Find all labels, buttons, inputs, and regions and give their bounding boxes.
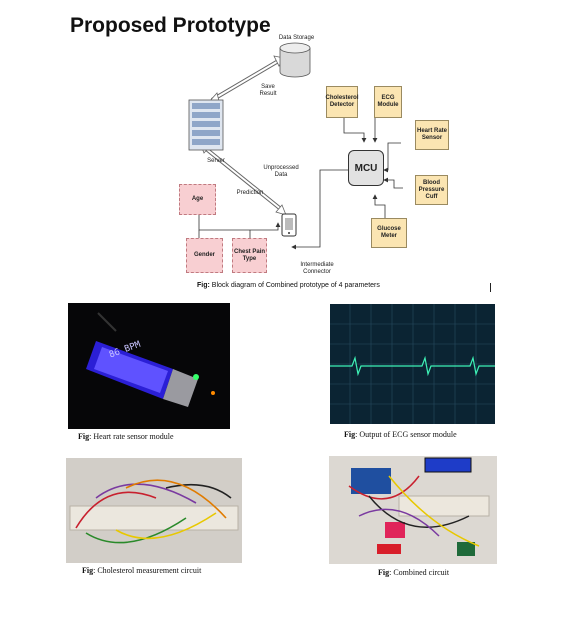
text-cursor <box>490 283 491 292</box>
diagram-connectors <box>188 42 403 250</box>
ecg-caption: Fig: Output of ECG sensor module <box>344 430 457 439</box>
page-title: Proposed Prototype <box>70 14 271 37</box>
data-storage-label: Data Storage <box>278 35 315 41</box>
combined-circuit-photo <box>329 456 497 564</box>
combined-caption-text: : Combined circuit <box>389 568 450 577</box>
prediction-label: Prediction <box>236 190 264 196</box>
server-label: Server <box>207 158 225 164</box>
age-box: Age <box>179 184 216 215</box>
cholesterol-detector-box: Cholesterol Detector <box>326 86 359 118</box>
ecg-oscilloscope-scene <box>330 304 495 424</box>
combined-circuit-scene <box>329 456 497 564</box>
heart-rate-sensor-photo: 86 BPM <box>68 303 230 429</box>
mcu-box: MCU <box>348 150 384 186</box>
heart-rate-sensor-scene <box>68 303 230 429</box>
cholesterol-caption-prefix: Fig <box>82 566 94 575</box>
intermediate-connector-label: Intermediate Connector <box>300 262 334 275</box>
unprocessed-data-label: Unprocessed Data <box>263 165 299 178</box>
heart-rate-caption-text: : Heart rate sensor module <box>89 432 174 441</box>
heart-rate-sensor-box: Heart Rate Sensor <box>415 120 449 150</box>
ecg-module-box: ECG Module <box>374 86 402 118</box>
cholesterol-caption-text: : Cholesterol measurement circuit <box>93 566 202 575</box>
combined-caption: Fig: Combined circuit <box>378 568 449 577</box>
chest-pain-type-box: Chest Pain Type <box>232 238 267 273</box>
server-icon <box>188 99 224 151</box>
data-storage-icon <box>279 42 311 78</box>
block-diagram: Data Storage Save Result Server Unproces… <box>170 30 449 285</box>
gender-box: Gender <box>186 238 223 273</box>
caption-text: Block diagram of Combined prototype of 4… <box>209 282 380 289</box>
smartphone-icon <box>281 213 297 237</box>
heart-rate-caption: Fig: Heart rate sensor module <box>78 432 174 441</box>
save-result-label: Save Result <box>259 84 277 97</box>
block-diagram-caption: Fig: Block diagram of Combined prototype… <box>197 282 380 289</box>
cholesterol-circuit-photo <box>66 458 242 563</box>
heart-rate-caption-prefix: Fig <box>78 432 90 441</box>
blood-pressure-cuff-box: Blood Pressure Cuff <box>415 175 448 205</box>
ecg-output-photo <box>330 304 495 424</box>
ecg-caption-text: : Output of ECG sensor module <box>355 430 457 439</box>
caption-prefix: Fig: <box>197 282 210 289</box>
cholesterol-caption: Fig: Cholesterol measurement circuit <box>82 566 201 575</box>
ecg-caption-prefix: Fig <box>344 430 356 439</box>
combined-caption-prefix: Fig <box>378 568 390 577</box>
cholesterol-circuit-scene <box>66 458 242 563</box>
glucose-meter-box: Glucose Meter <box>371 218 407 248</box>
